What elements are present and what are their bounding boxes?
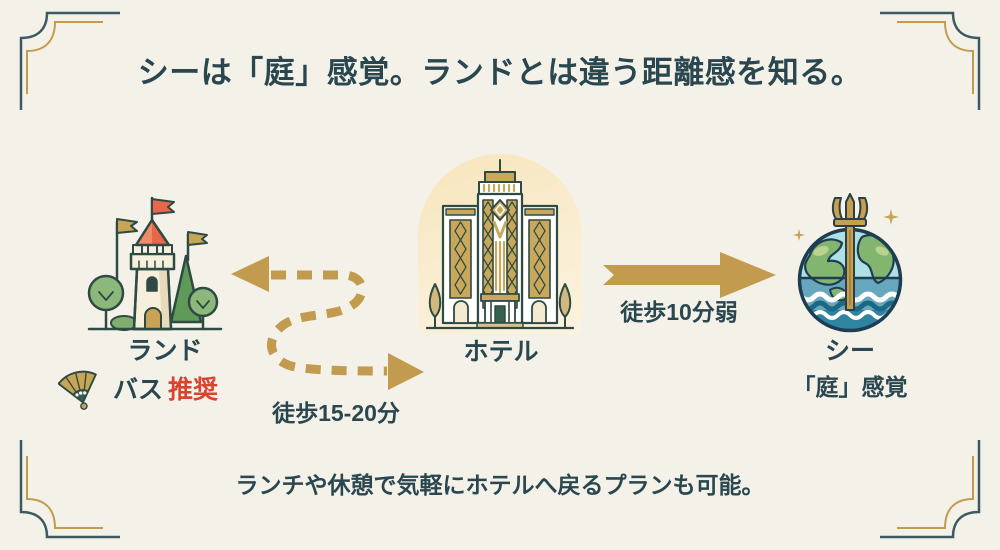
footer-note: ランチや休憩で気軽にホテルへ戻るプランも可能。 bbox=[235, 472, 765, 498]
straight-route-arrow bbox=[603, 252, 776, 298]
land-label: ランド bbox=[127, 337, 203, 365]
corner-flourish-top-right bbox=[880, 11, 981, 110]
sea-label: シー bbox=[824, 337, 876, 365]
arrowhead-right-icon bbox=[388, 353, 424, 390]
corner-flourish-bottom-right bbox=[880, 440, 981, 539]
corner-flourish-bottom-left bbox=[19, 440, 120, 539]
walk-time-land-label: 徒歩15-20分 bbox=[272, 400, 400, 426]
sparkle-icon bbox=[793, 229, 805, 241]
folding-fan-icon bbox=[58, 370, 97, 410]
land-bus-note: バス推奨 bbox=[58, 364, 218, 412]
winding-dashed-route-arrow bbox=[231, 256, 424, 390]
corner-flourish-top-left bbox=[19, 11, 120, 110]
sparkle-icon bbox=[883, 209, 899, 225]
bus-text: バス bbox=[113, 376, 164, 404]
sea-sublabel: 「庭」感覚 bbox=[792, 374, 908, 400]
hotel-building-icon bbox=[425, 159, 575, 330]
globe-trident-icon bbox=[793, 193, 903, 333]
page-title: シーは「庭」感覚。ランドとは違う距離感を知る。 bbox=[137, 55, 863, 90]
castle-icon bbox=[87, 196, 223, 331]
hotel-label: ホテル bbox=[463, 338, 539, 366]
bus-recommend-text: 推奨 bbox=[168, 376, 219, 404]
walk-time-sea-label: 徒歩10分弱 bbox=[620, 299, 738, 325]
arrowhead-left-icon bbox=[231, 256, 269, 292]
